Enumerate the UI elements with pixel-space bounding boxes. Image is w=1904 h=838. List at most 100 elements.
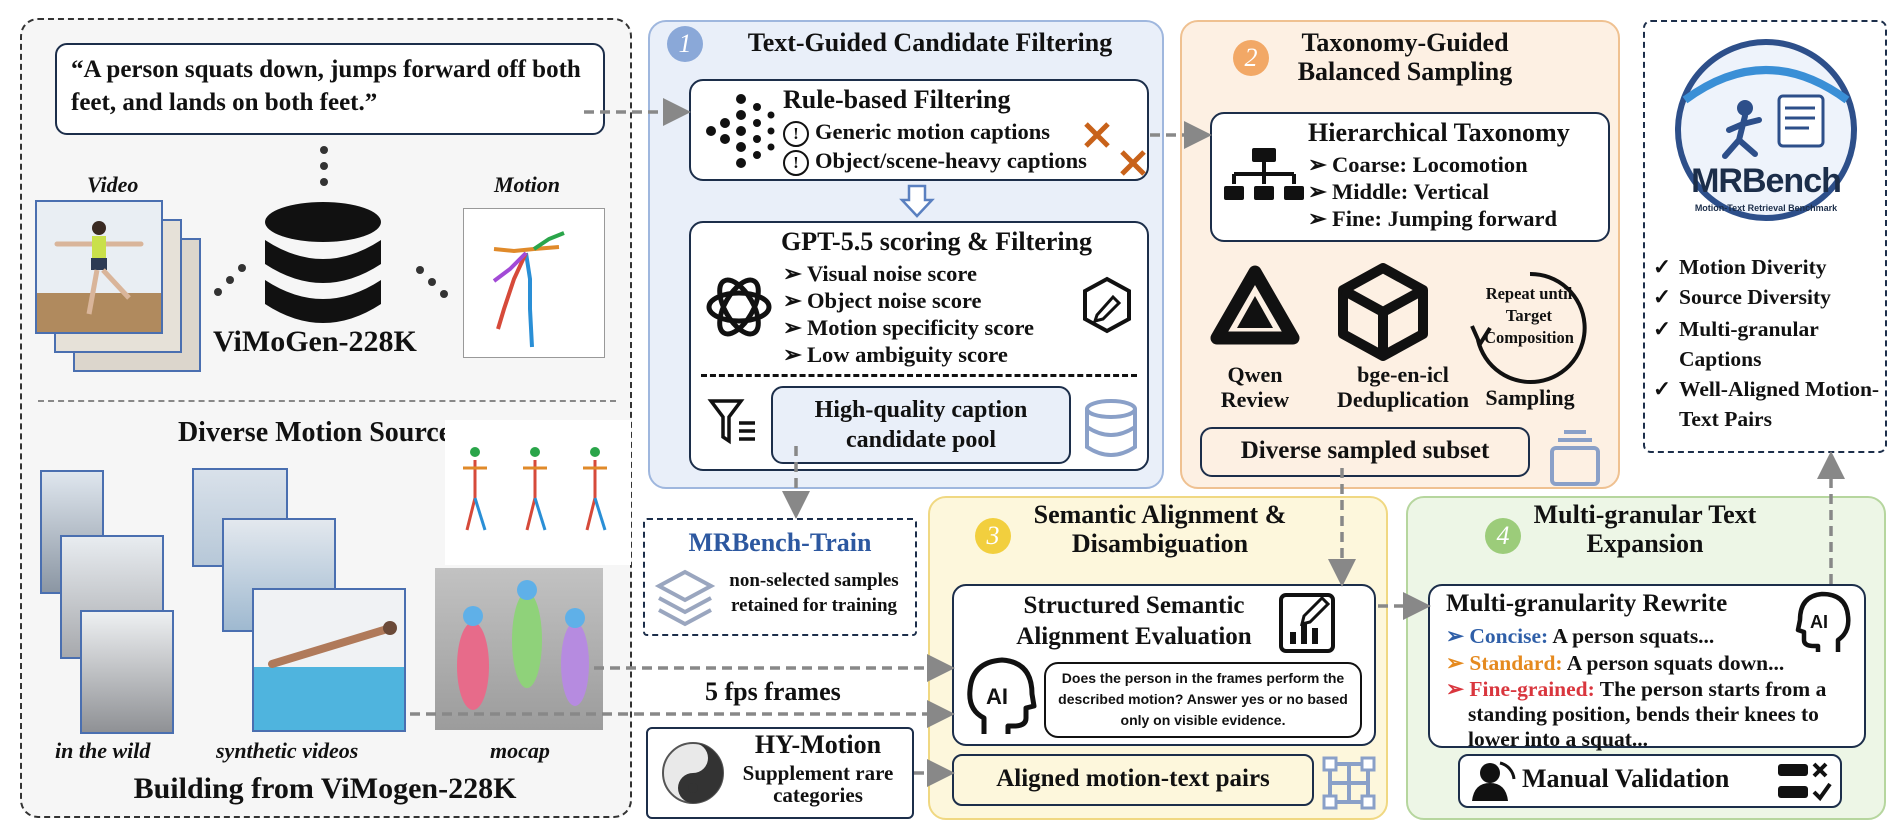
warning-icon: ! xyxy=(783,150,809,176)
rewrite-level-fine: ➢ Fine-grained: The person starts from a… xyxy=(1446,677,1827,751)
gpt-scoring-box: GPT-5.5 scoring & Filtering ➢Visual nois… xyxy=(689,221,1149,471)
ai-head-icon: AI xyxy=(1795,591,1851,652)
stage2-panel xyxy=(1180,20,1620,489)
down-arrow-icon xyxy=(899,184,935,218)
stage1-number: 1 xyxy=(667,26,703,62)
video-frames xyxy=(35,200,205,372)
openai-icon xyxy=(706,277,772,337)
taxonomy-item: ➢Fine: Jumping forward xyxy=(1308,206,1557,231)
video-label: Video xyxy=(87,172,139,197)
sampling-label: Sampling xyxy=(1485,385,1575,410)
left-footer: Building from ViMogen-228K xyxy=(133,772,517,805)
dot-filter-icon xyxy=(706,94,775,168)
gpt-item: ➢Low ambiguity score xyxy=(783,342,1008,367)
train-box xyxy=(643,518,917,636)
cross-icon xyxy=(1084,122,1110,148)
divider-line xyxy=(38,400,616,402)
hymotion-desc: Supplement rare categories xyxy=(742,761,894,807)
qwen-label: Qwen Review xyxy=(1220,362,1290,412)
gpt-item: ➢Visual noise score xyxy=(783,261,978,286)
mrbench-feature: ✓Well-Aligned Motion-Text Pairs xyxy=(1653,377,1880,431)
dataset-label: ViMoGen-228K xyxy=(213,325,417,358)
mrbench-logo-sub: Motion-Text Retrieval Benchmark xyxy=(1694,203,1838,213)
alignment-eval-box: Structured Semantic Alignment Evaluation… xyxy=(952,584,1376,746)
train-title: MRBench-Train xyxy=(688,528,872,557)
gpt-item: ➢Object noise score xyxy=(783,288,982,313)
stage2-number: 2 xyxy=(1233,40,1269,76)
aligned-pairs-box: Aligned motion-text pairs xyxy=(952,754,1314,806)
alignment-eval-title: Structured Semantic Alignment Evaluation xyxy=(1016,592,1252,650)
layers-icon xyxy=(654,569,716,627)
stage4-title: Multi-granular Text Expansion xyxy=(1533,500,1757,558)
dedup-label: bge-en-icl Deduplication xyxy=(1336,362,1470,412)
warning-icon: ! xyxy=(783,121,809,147)
mrbench-logo: MRBench Motion-Text Retrieval Benchmark xyxy=(1655,30,1877,230)
rewrite-level-standard: ➢ Standard: A person squats down... xyxy=(1446,651,1785,675)
hierarchy-icon xyxy=(1224,148,1304,200)
rule-title: Rule-based Filtering xyxy=(783,85,1011,114)
mrbench-feature: ✓Motion Diverity xyxy=(1653,255,1827,279)
checklist-icon xyxy=(1778,762,1832,802)
cube-icon xyxy=(1338,263,1428,361)
quote-box: “A person squats down, jumps forward off… xyxy=(55,43,605,135)
gpt-title: GPT-5.5 scoring & Filtering xyxy=(781,227,1093,256)
stage3-title: Semantic Alignment & Disambiguation xyxy=(1033,500,1287,558)
mrbench-feature: ✓Multi-granular Captions xyxy=(1653,317,1819,371)
stack-icon xyxy=(1550,430,1600,486)
mrbench-feature: ✓Source Diversity xyxy=(1653,285,1831,309)
rewrite-box: Multi-granularity Rewrite AI ➢ Concise: … xyxy=(1428,584,1866,751)
prompt-bubble: Does the person in the frames perform th… xyxy=(1044,662,1362,738)
source-label-synthetic: synthetic videos xyxy=(216,738,359,763)
stage2-title: Taxonomy-Guided Balanced Sampling xyxy=(1297,28,1513,86)
person-check-icon xyxy=(1472,761,1516,801)
subset-box: Diverse sampled subset xyxy=(1200,427,1530,477)
rule-item-object: !Object/scene-heavy captions xyxy=(783,147,1087,176)
sources-title: Diverse Motion Sources xyxy=(177,417,463,448)
validation-label: Manual Validation xyxy=(1522,764,1730,793)
mocap-skeletons xyxy=(445,420,631,565)
ai-head-icon: AI xyxy=(967,657,1037,734)
loop-arrow-icon xyxy=(1470,271,1587,384)
grid-nodes-icon xyxy=(1322,756,1376,810)
qwen-icon xyxy=(1210,265,1300,345)
dancer-photo xyxy=(35,200,163,334)
rewrite-level-concise: ➢ Concise: A person squats... xyxy=(1446,624,1715,648)
chevron-right-icon: ➢ xyxy=(1446,651,1470,675)
rule-item-generic: !Generic motion captions xyxy=(783,118,1050,147)
svg-text:AI: AI xyxy=(1810,612,1828,632)
database-icon xyxy=(265,202,381,323)
validation-box xyxy=(1458,754,1842,808)
stage1-title: Text-Guided Candidate Filtering xyxy=(747,28,1113,57)
rule-filter-box: Rule-based Filtering !Generic motion cap… xyxy=(689,79,1149,181)
hymotion-title: HY-Motion xyxy=(754,730,882,759)
motion-label: Motion xyxy=(494,172,561,197)
taxonomy-box: Hierarchical Taxonomy ➢Coarse: Locomotio… xyxy=(1210,112,1610,242)
gpt-item: ➢Motion specificity score xyxy=(783,315,1035,340)
filter-icon xyxy=(707,399,755,445)
quote-text: “A person squats down, jumps forward off… xyxy=(71,56,581,116)
mrbench-logo-text: MRBench xyxy=(1691,162,1842,200)
database-icon xyxy=(1085,399,1137,457)
wild-video-frames xyxy=(40,470,174,740)
svg-text:AI: AI xyxy=(986,684,1008,709)
yin-yang-logo-icon xyxy=(662,742,724,804)
taxonomy-item: ➢Middle: Vertical xyxy=(1308,179,1489,204)
train-desc: non-selected samples retained for traini… xyxy=(729,570,899,616)
fps-label: 5 fps frames xyxy=(705,677,841,706)
taxonomy-item: ➢Coarse: Locomotion xyxy=(1308,152,1528,177)
stage4-number: 4 xyxy=(1485,518,1521,554)
source-label-mocap: mocap xyxy=(490,738,550,763)
motion-skeleton xyxy=(463,208,605,358)
chart-edit-icon xyxy=(1279,593,1335,653)
pool-box: High-quality caption candidate pool xyxy=(771,386,1071,464)
taxonomy-title: Hierarchical Taxonomy xyxy=(1308,118,1570,147)
connector-dots xyxy=(214,146,448,298)
stage3-number: 3 xyxy=(975,518,1011,554)
gpt-divider xyxy=(701,374,1137,377)
mocap-render xyxy=(435,568,603,730)
cross-icon xyxy=(1120,150,1146,176)
rewrite-title: Multi-granularity Rewrite xyxy=(1446,590,1728,617)
synthetic-video-frames xyxy=(192,468,407,733)
pencil-badge-icon xyxy=(1083,276,1131,334)
chevron-right-icon: ➢ xyxy=(1446,624,1470,648)
